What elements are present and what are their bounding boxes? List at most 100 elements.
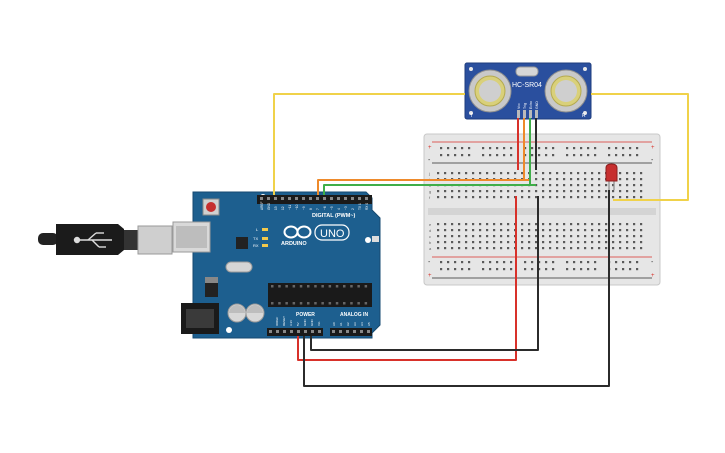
header-pin bbox=[288, 197, 291, 200]
breadboard-hole bbox=[556, 196, 559, 199]
breadboard-hole bbox=[486, 172, 489, 175]
led-l bbox=[262, 228, 268, 231]
breadboard-hole bbox=[549, 247, 552, 250]
breadboard-hole bbox=[440, 154, 443, 157]
breadboard-hole bbox=[465, 229, 468, 232]
reset-button-cap[interactable] bbox=[206, 202, 216, 212]
breadboard-hole bbox=[612, 229, 615, 232]
breadboard-hole bbox=[633, 184, 636, 187]
breadboard-hole bbox=[538, 261, 541, 264]
header-pin bbox=[260, 197, 263, 200]
breadboard-hole bbox=[633, 223, 636, 226]
breadboard-hole bbox=[444, 229, 447, 232]
sensor-pin-label: Vcc bbox=[517, 103, 521, 109]
breadboard-hole bbox=[605, 190, 608, 193]
breadboard-hole bbox=[584, 247, 587, 250]
breadboard-hole bbox=[636, 268, 639, 271]
breadboard-hole bbox=[493, 247, 496, 250]
breadboard-hole bbox=[570, 241, 573, 244]
header-pin bbox=[304, 330, 307, 333]
breadboard-hole bbox=[447, 147, 450, 150]
header-pin bbox=[276, 330, 279, 333]
breadboard-hole bbox=[587, 147, 590, 150]
power-pin-label: RESET bbox=[282, 316, 286, 326]
breadboard-hole bbox=[570, 178, 573, 181]
breadboard-hole bbox=[612, 223, 615, 226]
breadboard-hole bbox=[451, 229, 454, 232]
breadboard-hole bbox=[636, 261, 639, 264]
row-letter: j bbox=[428, 171, 430, 176]
chip-pin bbox=[343, 302, 346, 305]
breadboard-hole bbox=[573, 261, 576, 264]
chip-pin bbox=[321, 302, 324, 305]
breadboard-hole bbox=[538, 147, 541, 150]
breadboard-hole bbox=[531, 154, 534, 157]
breadboard-hole bbox=[577, 241, 580, 244]
breadboard-hole bbox=[535, 172, 538, 175]
breadboard-hole bbox=[465, 241, 468, 244]
header-pin bbox=[297, 330, 300, 333]
breadboard-hole bbox=[605, 196, 608, 199]
breadboard-hole bbox=[458, 247, 461, 250]
breadboard-hole bbox=[626, 184, 629, 187]
rail-plus-label: + bbox=[428, 273, 432, 279]
breadboard-hole bbox=[577, 184, 580, 187]
breadboard-hole bbox=[486, 229, 489, 232]
chip-pin bbox=[271, 302, 274, 305]
breadboard-hole bbox=[507, 247, 510, 250]
breadboard-hole bbox=[591, 196, 594, 199]
breadboard-hole bbox=[461, 268, 464, 271]
breadboard-hole bbox=[444, 190, 447, 193]
header-pin-label: ~9 bbox=[302, 206, 306, 210]
breadboard-hole bbox=[528, 223, 531, 226]
breadboard-hole bbox=[563, 223, 566, 226]
breadboard-hole bbox=[542, 235, 545, 238]
breadboard-hole bbox=[486, 235, 489, 238]
breadboard-hole bbox=[531, 147, 534, 150]
header-pin bbox=[311, 330, 314, 333]
breadboard-hole bbox=[626, 172, 629, 175]
header-pin bbox=[353, 330, 356, 333]
breadboard-hole bbox=[535, 196, 538, 199]
breadboard-hole bbox=[472, 223, 475, 226]
breadboard-hole bbox=[556, 235, 559, 238]
header-pin bbox=[323, 197, 326, 200]
breadboard-hole bbox=[622, 147, 625, 150]
chip-pin bbox=[278, 302, 281, 305]
breadboard-hole bbox=[570, 196, 573, 199]
breadboard-hole bbox=[622, 261, 625, 264]
header-pin-label: 8 bbox=[309, 208, 313, 210]
breadboard-hole bbox=[451, 190, 454, 193]
breadboard-hole bbox=[626, 235, 629, 238]
wire-yellow-right bbox=[591, 93, 689, 201]
header-pin-label: AREF bbox=[260, 201, 264, 210]
breadboard-hole bbox=[598, 190, 601, 193]
led-tx bbox=[262, 237, 268, 240]
analog-pin-label: A0 bbox=[332, 322, 336, 326]
breadboard-hole bbox=[468, 154, 471, 157]
breadboard-hole bbox=[591, 241, 594, 244]
breadboard-hole bbox=[545, 268, 548, 271]
breadboard-hole bbox=[440, 261, 443, 264]
header-pin-label: 2 bbox=[351, 208, 355, 210]
breadboard-hole bbox=[556, 223, 559, 226]
breadboard-hole bbox=[640, 241, 643, 244]
breadboard-hole bbox=[507, 223, 510, 226]
breadboard-hole bbox=[458, 229, 461, 232]
breadboard-hole bbox=[472, 247, 475, 250]
breadboard-hole bbox=[612, 247, 615, 250]
breadboard-hole bbox=[563, 190, 566, 193]
breadboard-hole bbox=[580, 147, 583, 150]
chip-pin bbox=[307, 302, 310, 305]
breadboard-hole bbox=[608, 154, 611, 157]
chip-pin bbox=[299, 302, 303, 305]
power-pin-label: 5V bbox=[296, 322, 300, 326]
breadboard-hole bbox=[549, 235, 552, 238]
breadboard-hole bbox=[584, 196, 587, 199]
led-label-rx: RX bbox=[253, 243, 259, 248]
chip-pin bbox=[357, 285, 360, 288]
